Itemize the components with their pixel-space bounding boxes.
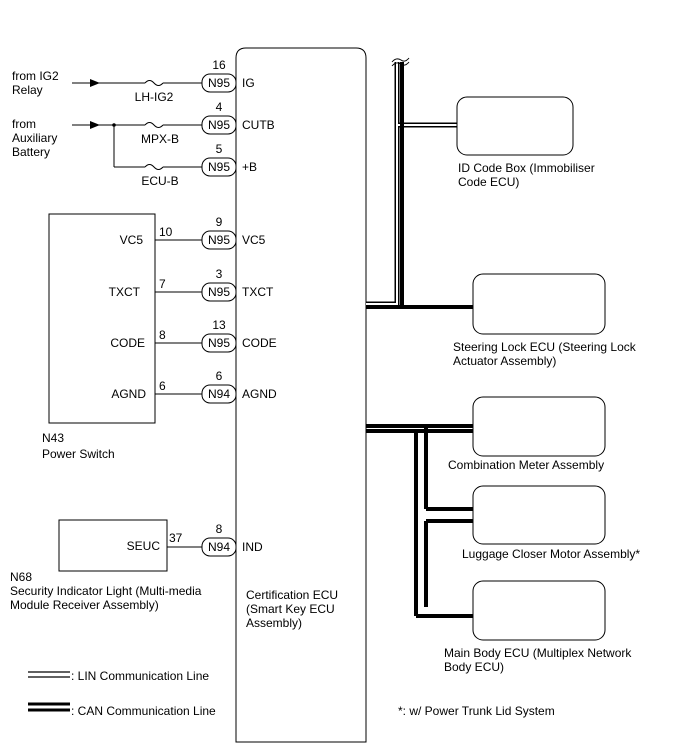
module-label: Steering Lock ECU (Steering Lock bbox=[453, 340, 637, 354]
lin-bus bbox=[366, 57, 458, 307]
svg-text:8: 8 bbox=[216, 522, 223, 536]
power-switch-pin-num: 6 bbox=[159, 379, 166, 393]
power-switch-pin-num: 7 bbox=[159, 277, 166, 291]
ecu-pin-txct: N95 3 TXCT bbox=[201, 267, 274, 302]
security-indicator-pin-name: SEUC bbox=[127, 539, 161, 553]
legend-lin-label: : LIN Communication Line bbox=[71, 669, 209, 683]
power-switch-pin-agnd: AGND bbox=[111, 387, 146, 401]
legend: : LIN Communication Line : CAN Communica… bbox=[28, 669, 555, 718]
fuse-ecu-b-label: ECU-B bbox=[141, 174, 178, 188]
ecu-pin-cutb: N95 4 CUTB bbox=[201, 100, 275, 135]
svg-text:AGND: AGND bbox=[242, 387, 277, 401]
break-mark-icon bbox=[391, 57, 410, 63]
module-main-body-ecu bbox=[472, 580, 606, 641]
svg-text:N95: N95 bbox=[208, 118, 230, 132]
power-switch-pin-code: CODE bbox=[110, 336, 145, 350]
svg-text:CUTB: CUTB bbox=[242, 118, 275, 132]
svg-text:5: 5 bbox=[216, 142, 223, 156]
ecu-pin-ig: N95 16 IG bbox=[201, 58, 255, 93]
ecu-label-2: (Smart Key ECU bbox=[246, 602, 335, 616]
security-indicator-box bbox=[58, 519, 168, 572]
security-indicator-code: N68 bbox=[10, 570, 32, 584]
svg-text:+B: +B bbox=[242, 160, 257, 174]
module-steering-lock-ecu bbox=[472, 273, 606, 335]
fuse-icon bbox=[144, 164, 164, 170]
fuse-icon bbox=[144, 122, 164, 128]
svg-text:VC5: VC5 bbox=[242, 233, 266, 247]
aux-battery-label-3: Battery bbox=[12, 145, 50, 159]
svg-text:4: 4 bbox=[216, 100, 223, 114]
module-label: Actuator Assembly) bbox=[453, 354, 556, 368]
module-label: Body ECU) bbox=[444, 660, 504, 674]
ecu-pin-code: N95 13 CODE bbox=[201, 318, 277, 353]
power-switch-box bbox=[48, 213, 156, 424]
svg-text:N95: N95 bbox=[208, 336, 230, 350]
svg-text:N94: N94 bbox=[208, 387, 230, 401]
svg-text:IND: IND bbox=[242, 540, 263, 554]
ig2-relay-label-2: Relay bbox=[12, 83, 43, 97]
fuse-icon bbox=[144, 80, 164, 86]
power-switch-pin-num: 10 bbox=[159, 225, 173, 239]
module-combination-meter bbox=[472, 396, 606, 457]
power-switch-pin-vc5: VC5 bbox=[120, 233, 144, 247]
ecu-pin-plus-b: N95 5 +B bbox=[201, 142, 257, 177]
svg-text:9: 9 bbox=[216, 215, 223, 229]
svg-text:CODE: CODE bbox=[242, 336, 277, 350]
security-indicator-label-2: Module Receiver Assembly) bbox=[10, 598, 159, 612]
fuse-lh-ig2-label: LH-IG2 bbox=[135, 90, 174, 104]
svg-text:N95: N95 bbox=[208, 76, 230, 90]
svg-text:3: 3 bbox=[216, 267, 223, 281]
power-switch-code: N43 bbox=[42, 431, 64, 445]
svg-text:6: 6 bbox=[216, 369, 223, 383]
arrow-icon bbox=[90, 79, 100, 87]
svg-text:N95: N95 bbox=[208, 233, 230, 247]
svg-text:16: 16 bbox=[212, 58, 226, 72]
ecu-label-3: Assembly) bbox=[246, 616, 302, 630]
svg-text:IG: IG bbox=[242, 76, 255, 90]
module-label: Luggage Closer Motor Assembly* bbox=[462, 547, 640, 561]
certification-ecu-box bbox=[235, 47, 367, 743]
ecu-pin-vc5: N95 9 VC5 bbox=[201, 215, 266, 250]
svg-text:13: 13 bbox=[212, 318, 226, 332]
module-label: Code ECU) bbox=[458, 175, 519, 189]
can-bus bbox=[366, 62, 474, 618]
ecu-pin-agnd: N94 6 AGND bbox=[201, 369, 277, 404]
module-luggage-closer-motor bbox=[472, 485, 606, 545]
module-label: Main Body ECU (Multiplex Network bbox=[444, 646, 632, 660]
power-switch-pin-txct: TXCT bbox=[109, 285, 141, 299]
module-label: Combination Meter Assembly bbox=[448, 458, 604, 472]
ecu-pin-ind: N94 8 IND bbox=[201, 522, 263, 557]
fuse-mpx-b-label: MPX-B bbox=[141, 132, 179, 146]
module-id-code-box bbox=[456, 96, 574, 156]
ecu-label-1: Certification ECU bbox=[246, 588, 338, 602]
ig2-relay-label-1: from IG2 bbox=[12, 69, 59, 83]
svg-text:N94: N94 bbox=[208, 540, 230, 554]
aux-battery-label-1: from bbox=[12, 117, 36, 131]
arrow-icon bbox=[90, 121, 100, 129]
svg-text:TXCT: TXCT bbox=[242, 285, 274, 299]
legend-can-label: : CAN Communication Line bbox=[71, 704, 216, 718]
footnote: *: w/ Power Trunk Lid System bbox=[398, 704, 555, 718]
aux-battery-label-2: Auxiliary bbox=[12, 131, 57, 145]
svg-text:N95: N95 bbox=[208, 285, 230, 299]
module-label: ID Code Box (Immobiliser bbox=[458, 161, 595, 175]
security-indicator-pin-num: 37 bbox=[169, 531, 183, 545]
svg-text:N95: N95 bbox=[208, 160, 230, 174]
power-switch-pin-num: 8 bbox=[159, 328, 166, 342]
power-switch-label: Power Switch bbox=[42, 447, 115, 461]
security-indicator-label-1: Security Indicator Light (Multi-media bbox=[10, 584, 202, 598]
